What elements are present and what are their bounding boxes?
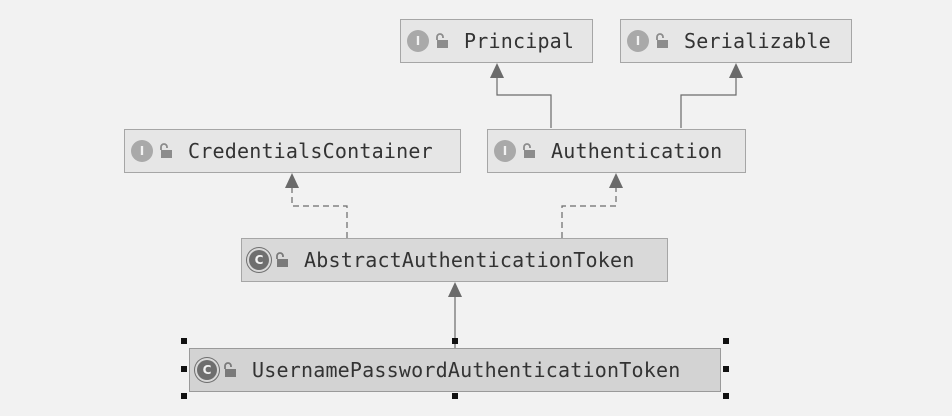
interface-icon: I — [407, 30, 429, 52]
arrowhead-abstract — [448, 282, 462, 297]
node-serializable[interactable]: I Serializable — [620, 19, 852, 63]
arrowhead-serializable — [729, 63, 743, 78]
node-label: Authentication — [551, 139, 723, 163]
unlocked-padlock-icon — [160, 143, 172, 158]
selection-handle-top-right[interactable] — [723, 338, 729, 344]
node-principal[interactable]: I Principal — [400, 19, 593, 63]
edge-abstract-credentials — [291, 187, 348, 238]
node-label: AbstractAuthenticationToken — [304, 248, 635, 272]
arrowhead-credentials — [285, 173, 299, 188]
selection-handle-right[interactable] — [723, 366, 729, 372]
selection-handle-bottom[interactable] — [452, 393, 458, 399]
unlocked-padlock-icon — [436, 33, 448, 48]
interface-icon: I — [131, 140, 153, 162]
unlocked-padlock-icon — [224, 362, 236, 377]
edge-authentication-serializable — [680, 77, 737, 128]
edge-authentication-principal — [496, 77, 552, 128]
node-credentials-container[interactable]: I CredentialsContainer — [124, 129, 461, 173]
node-label: Principal — [464, 29, 575, 53]
arrowhead-authentication — [609, 173, 623, 188]
node-label: UsernamePasswordAuthenticationToken — [252, 358, 681, 382]
arrowhead-principal — [490, 63, 504, 78]
selection-handle-top-left[interactable] — [181, 338, 187, 344]
node-authentication[interactable]: I Authentication — [487, 129, 746, 173]
interface-icon: I — [627, 30, 649, 52]
abstract-class-icon: C — [249, 250, 269, 270]
unlocked-padlock-icon — [276, 252, 288, 267]
selection-handle-bottom-left[interactable] — [181, 393, 187, 399]
node-abstract-authentication-token[interactable]: C AbstractAuthenticationToken — [241, 238, 668, 282]
edge-abstract-authentication — [561, 187, 617, 238]
selection-handle-top[interactable] — [452, 338, 458, 344]
node-username-password-authentication-token[interactable]: C UsernamePasswordAuthenticationToken — [189, 348, 721, 392]
unlocked-padlock-icon — [523, 143, 535, 158]
selection-handle-left[interactable] — [181, 366, 187, 372]
unlocked-padlock-icon — [656, 33, 668, 48]
interface-icon: I — [494, 140, 516, 162]
node-label: Serializable — [684, 29, 831, 53]
selection-handle-bottom-right[interactable] — [723, 393, 729, 399]
node-label: CredentialsContainer — [188, 139, 433, 163]
class-icon: C — [197, 360, 217, 380]
